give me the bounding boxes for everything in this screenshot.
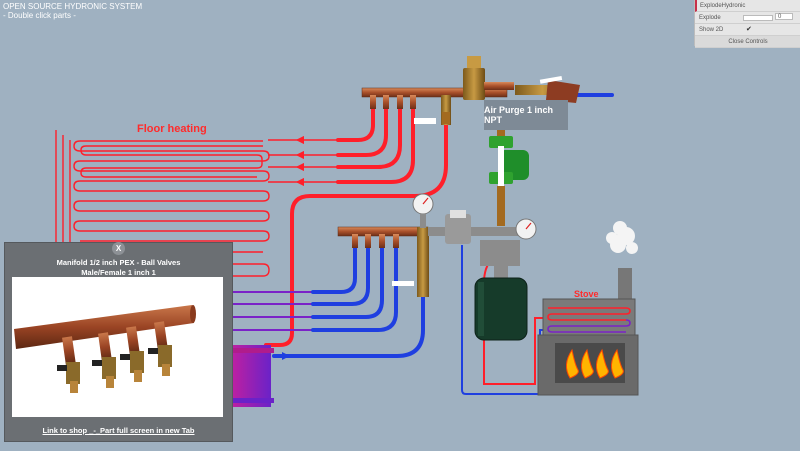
explode-row: Explode 0 — [695, 12, 800, 24]
show2d-label: Show 2D — [699, 26, 724, 33]
expansion-cold-line[interactable] — [461, 245, 548, 395]
hot-supply-pipes[interactable] — [264, 98, 448, 347]
manifold-product-image — [12, 277, 223, 417]
part-info-popup: X Manifold 1/2 inch PEX - Ball Valves Ma… — [4, 242, 233, 442]
explode-label: Explode — [699, 14, 721, 21]
stove-label: Stove — [574, 289, 599, 299]
air-purge[interactable] — [463, 56, 580, 103]
controls-title: ExplodeHydronic — [695, 0, 800, 12]
temperature-gauge-right[interactable] — [515, 218, 537, 240]
temperature-gauge-left[interactable] — [412, 193, 434, 228]
stove-coil[interactable] — [547, 307, 631, 333]
air-purge-label: Air Purge 1 inch NPT — [484, 100, 568, 130]
controls-panel: ExplodeHydronic Explode 0 Show 2D ✔ Clos… — [694, 0, 800, 48]
upper-manifold[interactable] — [361, 87, 508, 125]
popup-close-button[interactable]: X — [112, 242, 125, 255]
show2d-checkbox[interactable]: ✔ — [746, 26, 752, 33]
app-subtitle: - Double click parts - — [3, 11, 76, 20]
show2d-row: Show 2D ✔ — [695, 24, 800, 36]
popup-title-line1: Manifold 1/2 inch PEX - Ball Valves — [56, 258, 181, 267]
explode-value-input[interactable]: 0 — [775, 13, 793, 20]
cold-return-pipes[interactable] — [272, 93, 614, 358]
mixing-valve[interactable] — [428, 210, 520, 266]
smoke-icon — [606, 221, 638, 254]
close-controls-button[interactable]: Close Controls — [695, 36, 800, 48]
app-title: OPEN SOURCE HYDRONIC SYSTEM — [3, 2, 143, 11]
expansion-tank[interactable] — [474, 262, 528, 341]
floor-heating-label: Floor heating — [137, 123, 207, 135]
lower-manifold[interactable] — [337, 226, 429, 297]
purple-return-pipes[interactable] — [231, 291, 315, 331]
circulator-pump[interactable] — [489, 118, 529, 226]
heat-exchanger[interactable] — [228, 345, 290, 407]
floor-supply-arrows — [268, 135, 340, 187]
popup-title-line2: Male/Female 1 inch 1 — [81, 268, 156, 277]
explode-slider[interactable] — [743, 15, 773, 21]
shop-link[interactable]: Link to shop _-_Part full screen in new … — [42, 426, 195, 435]
